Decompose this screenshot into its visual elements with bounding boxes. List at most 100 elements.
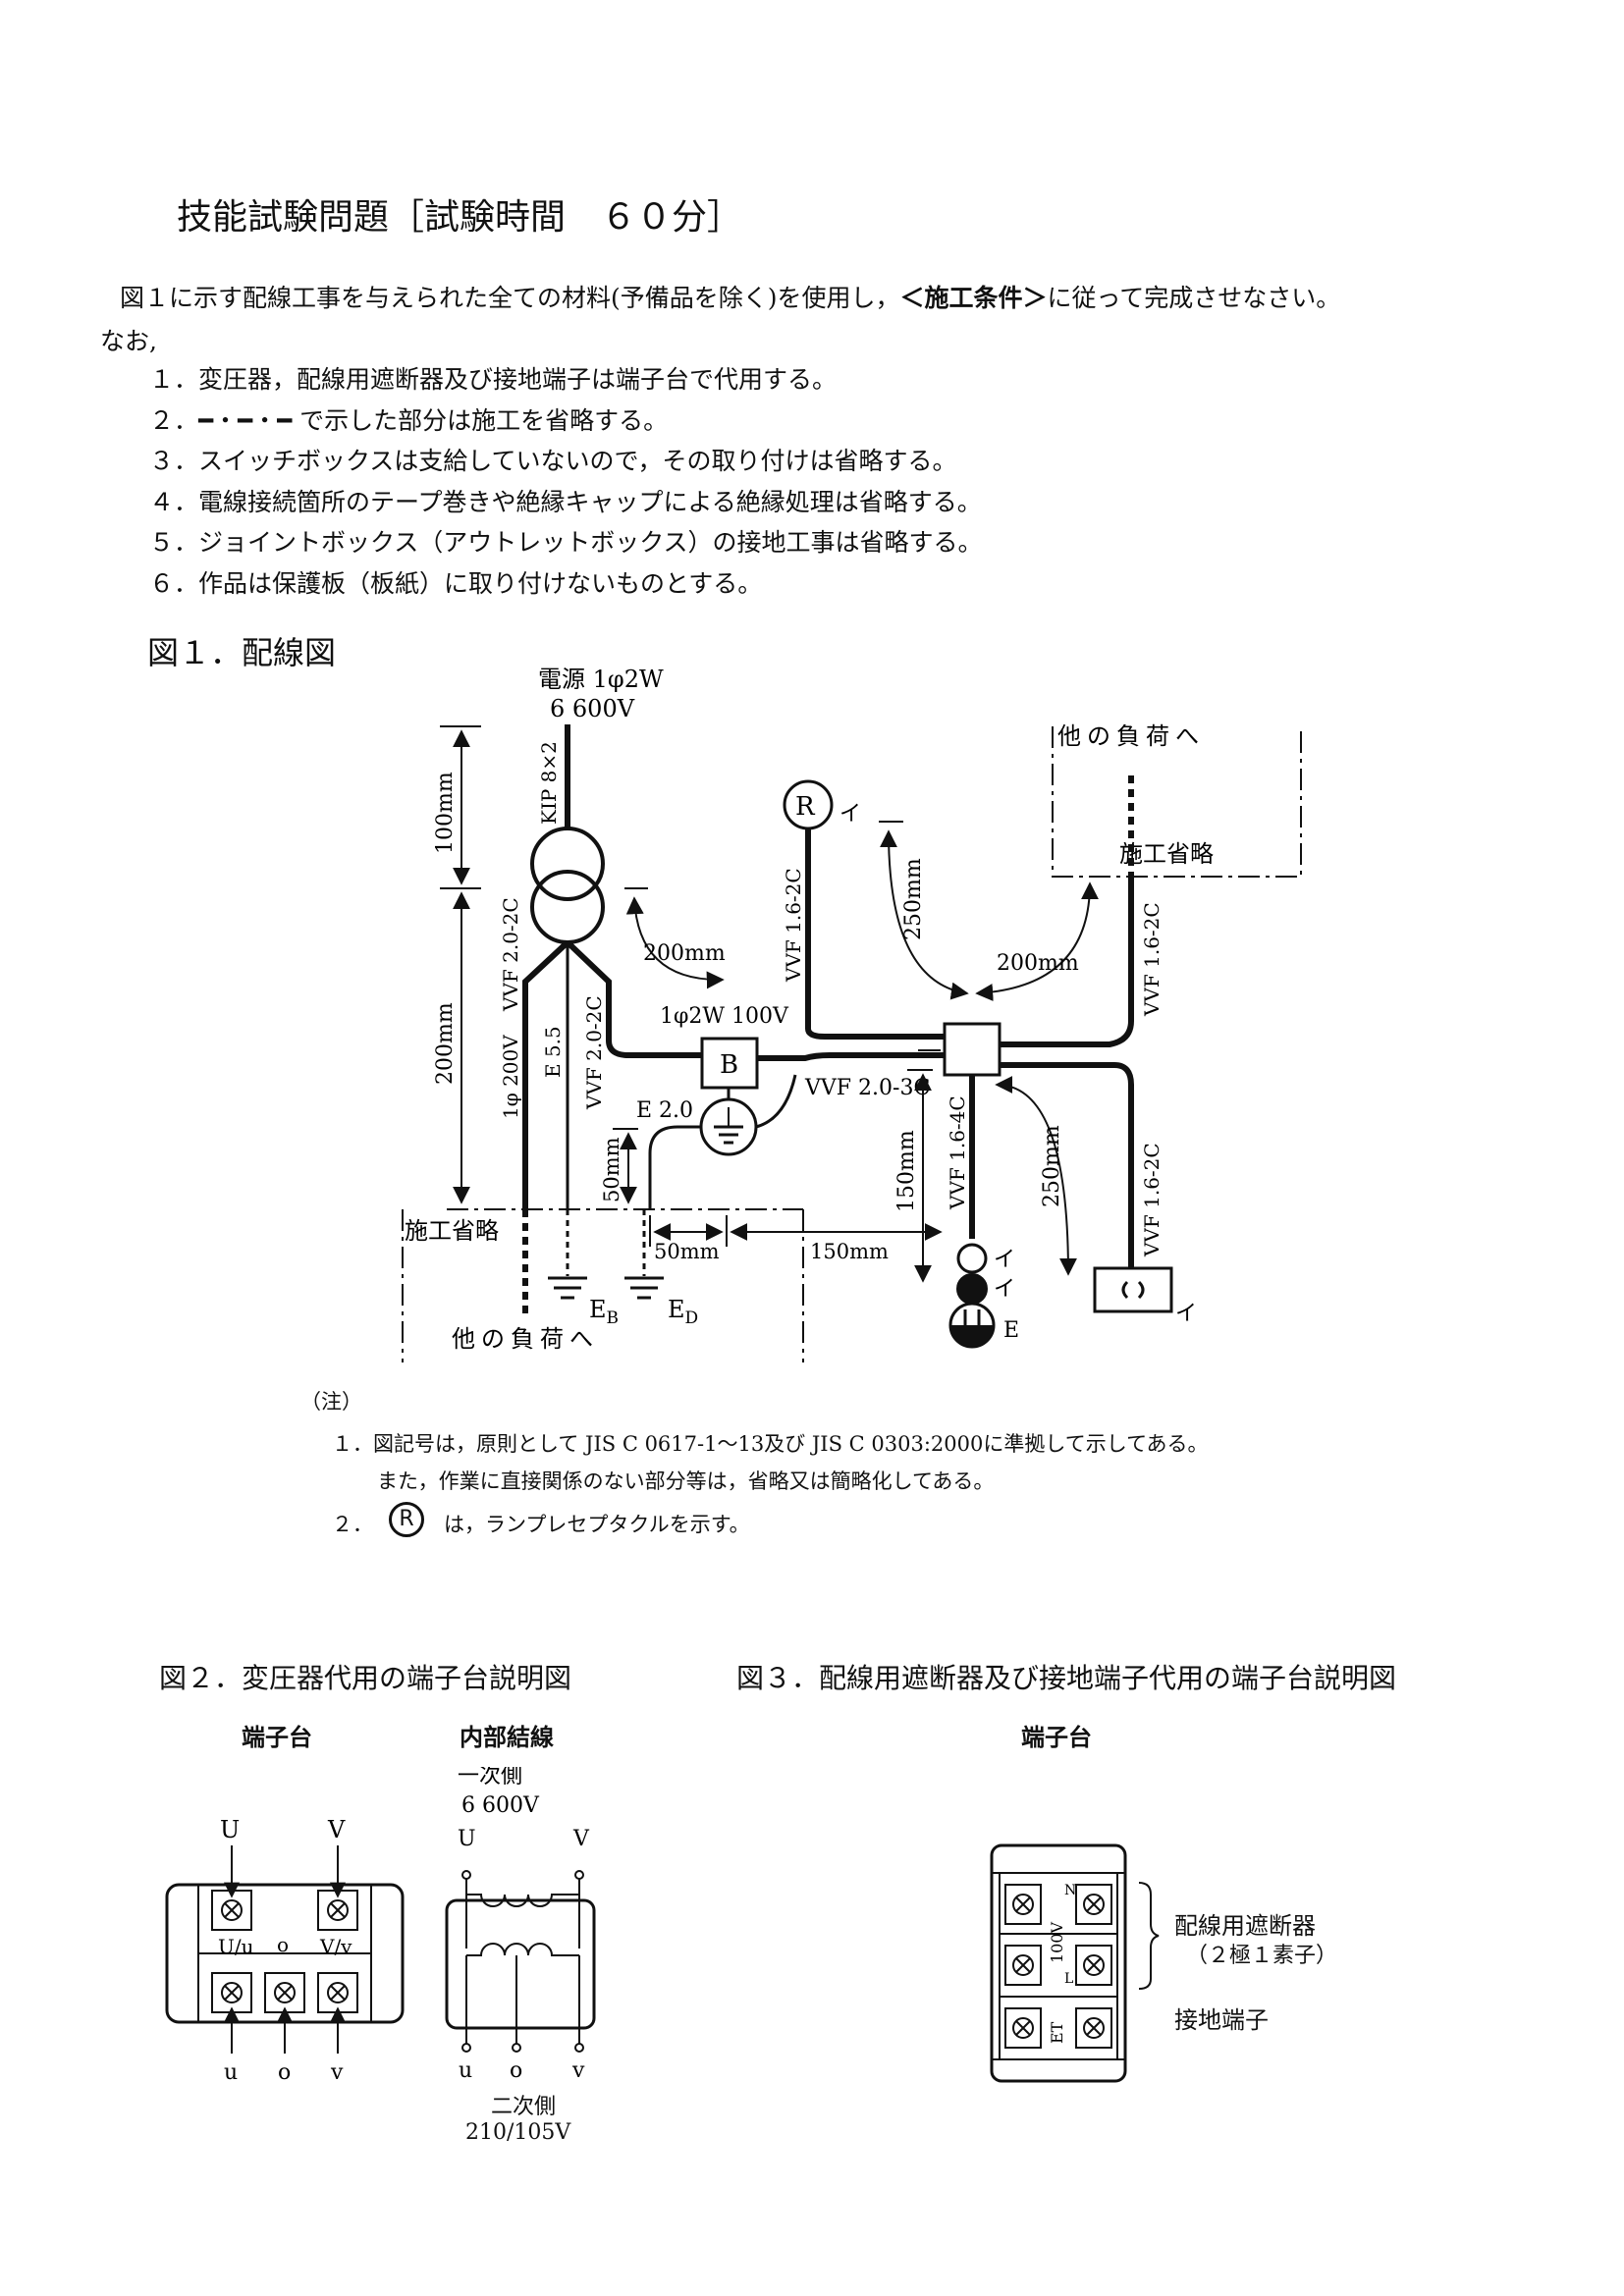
notes-head: （注） bbox=[300, 1390, 362, 1414]
dim-50-label-v: 50mm bbox=[600, 1137, 623, 1202]
wiring-o: o bbox=[510, 2058, 522, 2083]
breaker-label: B bbox=[720, 1050, 738, 1080]
label-i-light: イ bbox=[1175, 1302, 1197, 1326]
terminal-label-u: u bbox=[224, 2060, 238, 2085]
note-1a: １．図記号は，原則として JIS C 0617-1～13及び JIS C 030… bbox=[332, 1432, 1209, 1456]
fig2-terminal-label: 端子台 bbox=[242, 1724, 312, 1751]
pilot-lamp-symbol bbox=[956, 1273, 988, 1305]
label-1p200: 1φ 200V bbox=[499, 1035, 522, 1119]
label-vvf20-3c: VVF 2.0-3C bbox=[804, 1076, 930, 1100]
wire-jb-to-light bbox=[1000, 1062, 1134, 1268]
label-et: ET bbox=[1048, 2021, 1066, 2044]
dim-200-label: 200mm bbox=[433, 1002, 458, 1085]
other-loads-label-right: 他の負荷へ bbox=[1057, 722, 1205, 750]
wiring-u: u bbox=[459, 2058, 472, 2083]
dim-250-label-light: 250mm bbox=[1040, 1125, 1064, 1207]
terminal-label-o: o bbox=[278, 2060, 291, 2085]
label-Uu: U/u bbox=[218, 1935, 254, 1958]
receptacle-note-icon: R bbox=[389, 1502, 424, 1537]
dim-150-label-h: 150mm bbox=[810, 1240, 889, 1263]
fig2-wiring-label: 内部結線 bbox=[460, 1724, 554, 1751]
breaker-terminal-diagram: 100V N L ET bbox=[990, 1843, 1160, 2083]
label-l: L bbox=[1064, 1971, 1073, 1987]
note-2-num: ２． bbox=[332, 1513, 373, 1536]
transformer-primary-coil bbox=[530, 827, 605, 901]
terminal-label-V: V bbox=[327, 1816, 346, 1843]
wire-200v bbox=[522, 939, 570, 1209]
label-vvf16-2c-r: VVF 1.6-2C bbox=[782, 868, 805, 983]
ceiling-light-symbol bbox=[1093, 1266, 1173, 1313]
breaker-sub-label: （２極１素子） bbox=[1186, 1944, 1338, 1968]
omitted-label-right: 施工省略 bbox=[1119, 840, 1214, 868]
terminal-label-U: U bbox=[220, 1816, 240, 1843]
label-vvf20-2c-a: VVF 2.0-2C bbox=[499, 897, 522, 1012]
fig2-title: 図２．変圧器代用の端子台説明図 bbox=[159, 1662, 572, 1694]
fig3-title: 図３．配線用遮断器及び接地端子代用の端子台説明図 bbox=[736, 1662, 1397, 1694]
label-n: N bbox=[1064, 1883, 1076, 1898]
label-vvf20-2c-b: VVF 2.0-2C bbox=[582, 995, 606, 1110]
power-voltage-label: 6 600V bbox=[550, 695, 635, 722]
breaker-brace bbox=[1138, 1882, 1160, 1990]
intro-paragraph: 図１に示す配線工事を与えられた全ての材料(予備品を除く)を使用し，＜施工条件＞に… bbox=[100, 277, 1340, 363]
note-1b: また，作業に直接関係のない部分等は，省略又は簡略化してある。 bbox=[377, 1469, 995, 1493]
wire-jb-to-other-load bbox=[1000, 877, 1134, 1047]
dim-250-curve-light bbox=[995, 1076, 1077, 1276]
dim-250-curve-r bbox=[880, 829, 969, 1000]
terminal-label-v: v bbox=[330, 2060, 344, 2085]
condition-item: ２．━・━・━ で示した部分は施工を省略する。 bbox=[149, 405, 669, 435]
secondary-voltage-label: 210/105V bbox=[465, 2120, 571, 2145]
label-e55: E 5.5 bbox=[541, 1026, 565, 1078]
receptacle-r-label: R bbox=[795, 792, 816, 822]
condition-item: ６．作品は保護板（板紙）に取り付けないものとする。 bbox=[149, 568, 763, 598]
ground-terminal-label: 接地端子 bbox=[1174, 2006, 1269, 2034]
dim-100-label: 100mm bbox=[433, 772, 458, 854]
dim-200-label-a: 200mm bbox=[643, 941, 726, 966]
label-e20: E 2.0 bbox=[636, 1098, 693, 1123]
wire-e20 bbox=[648, 1125, 701, 1209]
wire-100v bbox=[565, 939, 702, 1058]
secondary-side-label: 二次側 bbox=[491, 2095, 557, 2119]
note-2-text: は，ランプレセプタクルを示す。 bbox=[444, 1513, 750, 1536]
intro-bold: ＜施工条件＞ bbox=[899, 284, 1048, 312]
label-i-r: イ bbox=[839, 802, 861, 827]
intro-line-2: なお, bbox=[100, 327, 157, 355]
label-vvf16-2c-light: VVF 1.6-2C bbox=[1140, 1143, 1164, 1257]
ed-label: ED bbox=[668, 1296, 698, 1328]
condition-item: ３．スイッチボックスは支給していないので，その取り付けは省略する。 bbox=[149, 447, 957, 475]
primary-coil bbox=[465, 1887, 579, 1907]
screw-breaker-N bbox=[1075, 1884, 1112, 1925]
power-source-label: 電源 1φ2W bbox=[538, 666, 664, 693]
breaker-label: 配線用遮断器 bbox=[1174, 1912, 1316, 1940]
label-Vv: V/v bbox=[319, 1935, 352, 1958]
omitted-label-left: 施工省略 bbox=[405, 1217, 499, 1245]
omitted-region-right bbox=[1052, 726, 1302, 878]
label-vvf16-4c: VVF 1.6-4C bbox=[946, 1095, 969, 1210]
kip-label: KIP 8×2 bbox=[537, 741, 561, 825]
label-i-switch: イ bbox=[994, 1248, 1015, 1272]
label-e-outlet: E bbox=[1003, 1318, 1019, 1343]
transformer-secondary-coil bbox=[530, 870, 605, 944]
internal-wiring-box bbox=[445, 1898, 596, 2030]
switch-symbol bbox=[956, 1243, 988, 1274]
other-loads-label-left: 他の負荷へ bbox=[452, 1325, 599, 1353]
dim-200-curve-b bbox=[975, 881, 1099, 1001]
primary-side-label: 一次側 bbox=[458, 1767, 522, 1789]
dim-250-label-r: 250mm bbox=[901, 858, 926, 940]
junction-box bbox=[943, 1022, 1001, 1077]
condition-item: １．変圧器，配線用遮断器及び接地端子は端子台で代用する。 bbox=[149, 365, 838, 394]
condition-item: ４．電線接続箇所のテープ巻きや絶縁キャップによる絶縁処理は省略する。 bbox=[149, 487, 982, 516]
condition-item: ５．ジョイントボックス（アウトレットボックス）の接地工事は省略する。 bbox=[149, 528, 983, 557]
wiring-v: v bbox=[571, 2058, 585, 2083]
condition-list: １．変圧器，配線用遮断器及び接地端子は端子台で代用する。 ２．━・━・━ で示し… bbox=[149, 359, 983, 604]
label-100v: 100V bbox=[1048, 1921, 1066, 1963]
page-title: 技能試験問題［試験時間 ６０分］ bbox=[177, 197, 743, 238]
secondary-coil bbox=[466, 1943, 579, 1956]
fig3-terminal-label: 端子台 bbox=[1021, 1724, 1092, 1751]
dim-50-label-h: 50mm bbox=[654, 1240, 720, 1263]
fig1-title: 図１．配線図 bbox=[147, 634, 337, 671]
label-1p2w100: 1φ2W 100V bbox=[660, 1004, 789, 1029]
label-i-lamp: イ bbox=[994, 1277, 1015, 1302]
transformer-terminal-diagram: U/u o V/v U V u o v 一次側 6 600V U V u o v bbox=[165, 1767, 596, 2085]
dim-200-curve-a bbox=[625, 896, 725, 989]
eb-label: EB bbox=[589, 1296, 619, 1328]
